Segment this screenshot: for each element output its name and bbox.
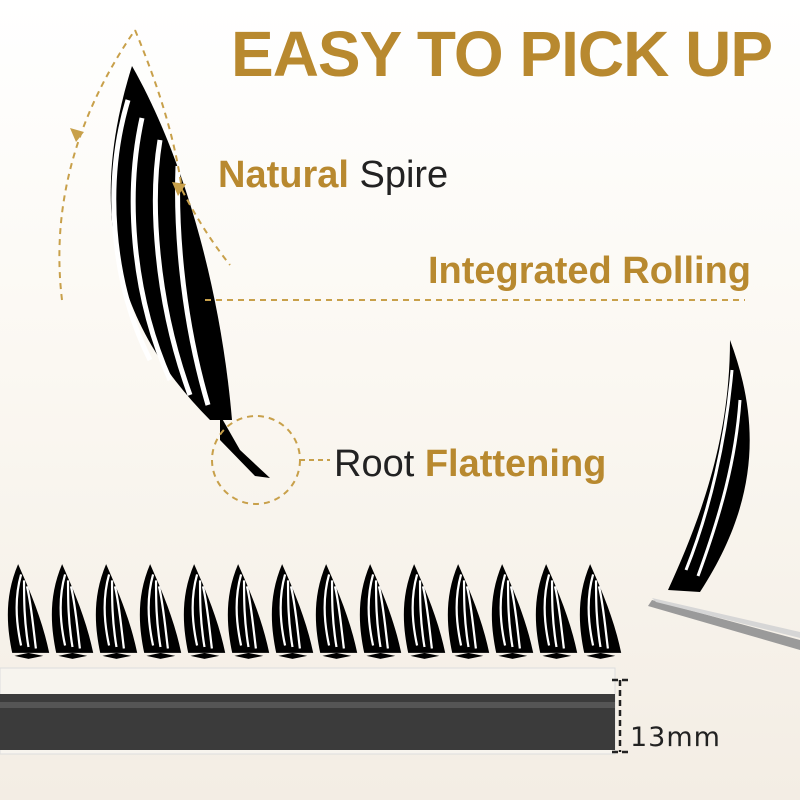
headline: EASY TO PICK UP (231, 18, 773, 90)
feature-integrated-rolling: Integrated Rolling (428, 252, 751, 290)
held-lash-fan-icon (668, 340, 750, 592)
lash-fans-row (8, 564, 621, 659)
arrow-down-head (172, 182, 186, 196)
measurement-bracket-icon (612, 678, 628, 754)
feature-natural-spire: Natural Spire (218, 156, 448, 194)
feature-spire-rest: Spire (348, 154, 449, 196)
dashed-arrow-icon (58, 29, 745, 301)
feature-root-highlight: Flattening (424, 443, 607, 485)
tweezers-icon (648, 598, 800, 650)
length-label: 13mm (630, 722, 721, 753)
main-lash-fan-icon (110, 66, 270, 478)
arrow-up-head (70, 128, 84, 142)
feature-root-flattening: Root Flattening (334, 445, 606, 483)
lash-strip (0, 667, 616, 755)
feature-spire-highlight: Natural (218, 154, 349, 196)
feature-root-prefix: Root (334, 443, 425, 485)
feature-rolling-highlight: Integrated Rolling (428, 250, 751, 292)
